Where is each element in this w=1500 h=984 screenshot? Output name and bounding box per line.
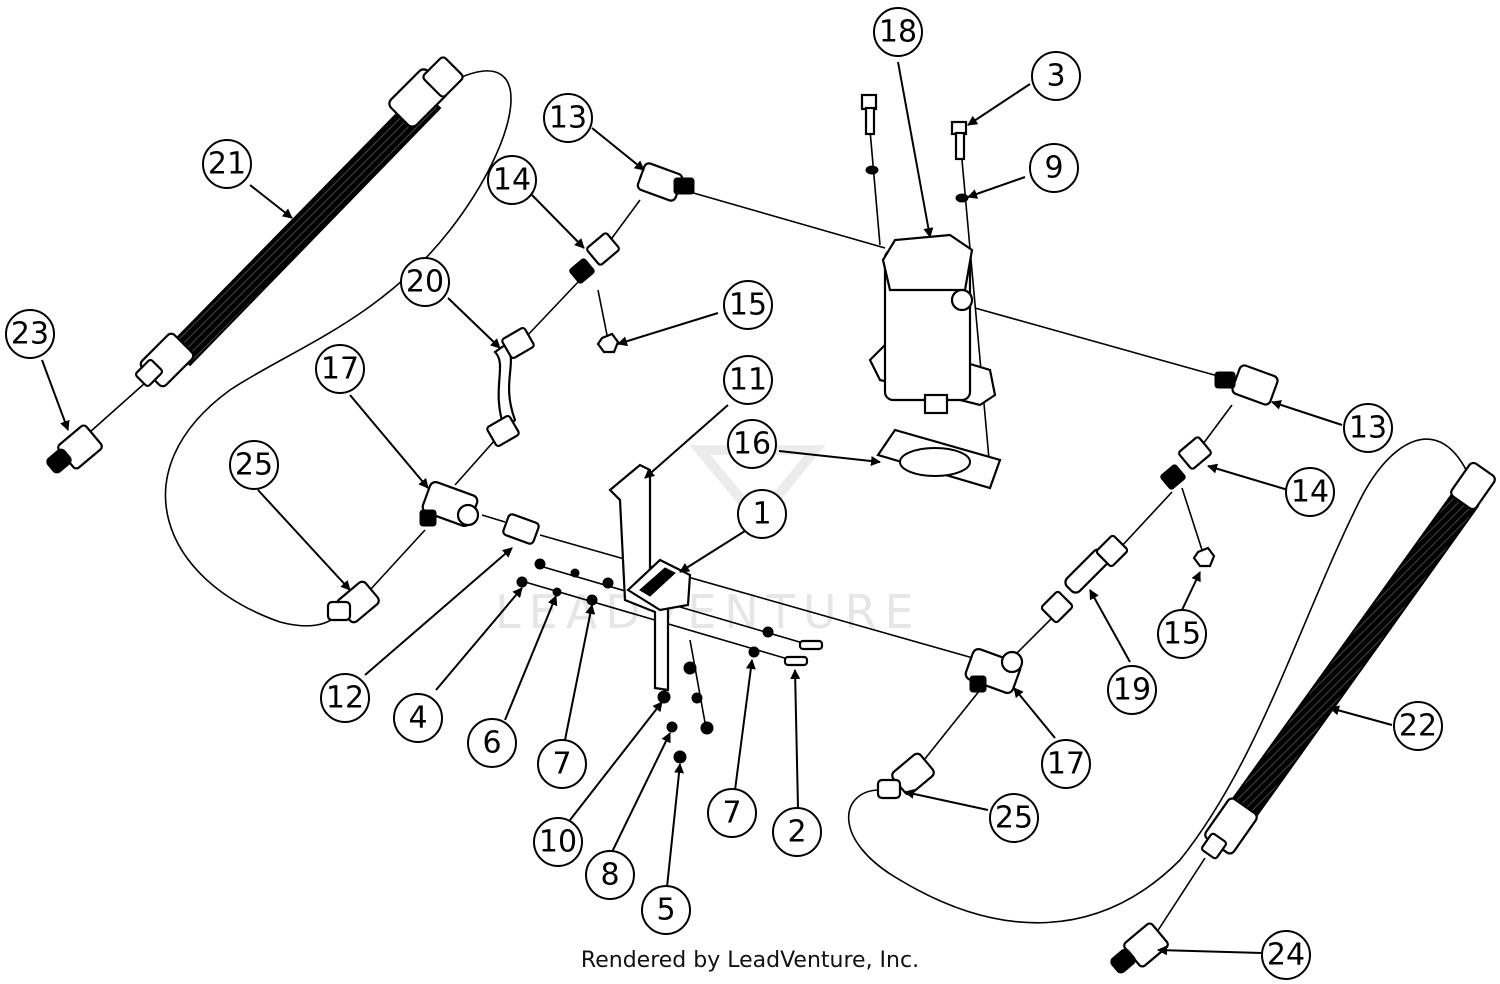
callout-15-right: 15 [1157,609,1207,659]
callout-6: 6 [467,718,517,768]
svg-text:8: 8 [600,858,619,893]
callout-12: 12 [320,673,370,723]
callout-4: 4 [393,693,443,743]
callout-1: 1 [737,489,787,539]
callout-5: 5 [641,885,691,935]
svg-text:15: 15 [729,288,767,323]
svg-text:25: 25 [995,801,1033,836]
callout-11: 11 [723,355,773,405]
callout-15-top: 15 [723,280,773,330]
svg-text:4: 4 [408,701,427,736]
callout-17-left: 17 [315,344,365,394]
fitting-24 [1110,922,1169,974]
svg-text:7: 7 [722,796,741,831]
svg-text:21: 21 [208,147,246,182]
callout-13-top: 13 [543,93,593,143]
hardware [516,558,824,764]
callout-25-left: 25 [229,440,279,490]
svg-text:14: 14 [493,163,531,198]
svg-text:11: 11 [729,363,767,398]
svg-text:10: 10 [539,825,577,860]
svg-text:12: 12 [326,681,364,716]
callout-14-right: 14 [1285,467,1335,517]
svg-text:25: 25 [235,448,273,483]
callout-14-top: 14 [487,155,537,205]
svg-text:17: 17 [1047,747,1085,782]
svg-text:6: 6 [482,726,501,761]
callout-25-right: 25 [989,793,1039,843]
pump-18 [860,93,997,415]
hose-22 [1200,461,1496,860]
callout-23: 23 [5,309,55,359]
callout-9: 9 [1029,143,1079,193]
svg-text:3: 3 [1046,59,1065,94]
svg-text:17: 17 [321,352,359,387]
svg-text:23: 23 [11,317,49,352]
nut-15-right [1192,546,1216,568]
svg-text:18: 18 [879,15,917,50]
svg-text:22: 22 [1399,709,1437,744]
tube-20 [486,326,535,448]
svg-text:19: 19 [1113,673,1151,708]
svg-text:1: 1 [752,497,771,532]
svg-text:7: 7 [552,747,571,782]
fitting-12 [502,513,540,545]
callout-21: 21 [202,139,252,189]
fitting-13-right [1214,364,1279,406]
callout-13-right: 13 [1343,403,1393,453]
callout-24: 24 [1261,930,1311,980]
svg-text:13: 13 [549,101,587,136]
callout-22: 22 [1393,701,1443,751]
svg-text:9: 9 [1044,151,1063,186]
clamp-1 [626,558,692,612]
tube-19 [1040,534,1129,624]
callout-17-right: 17 [1041,739,1091,789]
callout-20: 20 [400,257,450,307]
svg-text:16: 16 [733,427,771,462]
svg-text:14: 14 [1291,475,1329,510]
fitting-14-top [569,232,620,284]
callout-16: 16 [727,419,777,469]
fitting-23 [46,424,103,474]
callout-3: 3 [1031,51,1081,101]
callout-10: 10 [533,817,583,867]
fitting-13-top [636,162,695,202]
svg-text:2: 2 [787,815,806,850]
credit-caption: Rendered by LeadVenture, Inc. [580,948,920,973]
hose-21 [135,56,464,388]
svg-text:5: 5 [656,893,675,928]
callout-2: 2 [772,807,822,857]
elbow-25-left [326,580,380,624]
tee-17-left [419,481,480,527]
svg-text:24: 24 [1267,938,1305,973]
gasket-16 [876,428,1002,490]
callout-18: 18 [873,7,923,57]
callout-19: 19 [1107,665,1157,715]
nut-15-top [596,332,620,354]
tee-17-right [964,648,1024,694]
callout-8: 8 [585,850,635,900]
fitting-14-right [1160,436,1212,490]
svg-text:13: 13 [1349,411,1387,446]
svg-text:15: 15 [1163,617,1201,652]
leader-lines [41,61,1393,956]
callout-7-left: 7 [537,739,587,789]
svg-text:20: 20 [406,265,444,300]
watermark: LEADVENTURE [495,445,914,639]
callout-7-right: 7 [707,788,757,838]
elbow-25-right [876,752,935,800]
